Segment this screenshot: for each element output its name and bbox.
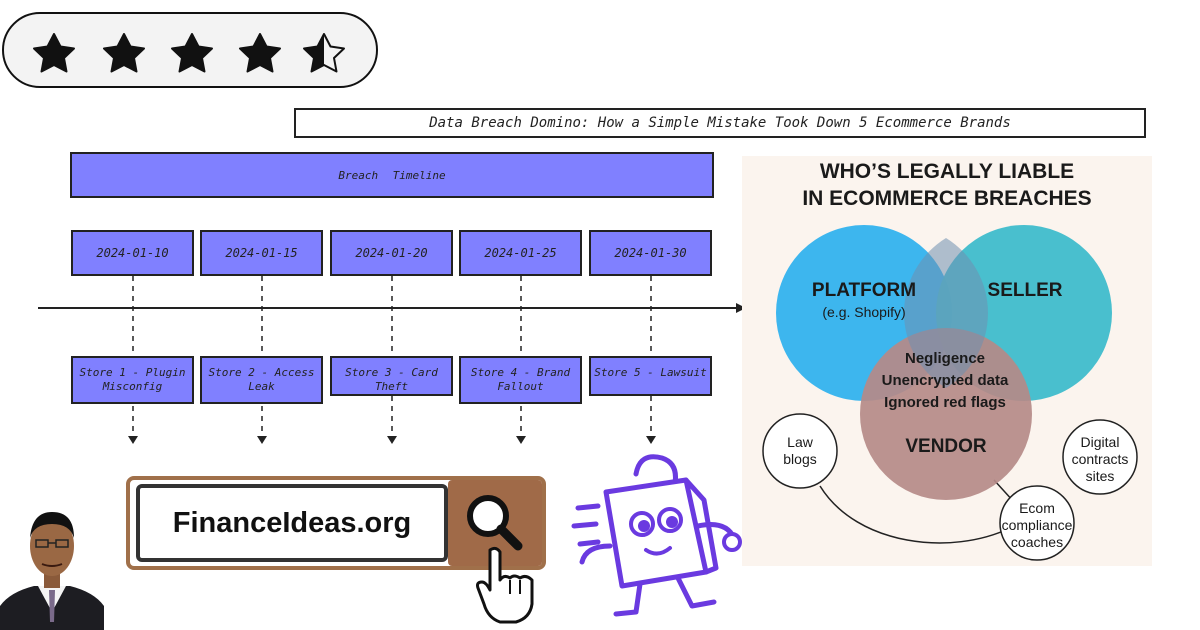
overlap-line: Ignored red flags [884,394,1006,411]
star-icon [239,33,281,73]
vendor-circle [860,328,1032,500]
timeline-event: Store 2 - Access Leak [200,356,323,404]
arrow-down-icon [387,436,397,444]
overlap-line: Negligence [904,350,986,367]
seller-label: SELLER [987,280,1063,301]
digital-contracts-circle [1062,419,1138,495]
platform-sublabel: (e.g. Shopify) [822,304,906,320]
side-circle-line: Law [787,434,813,450]
side-circle-line: Digital [1080,434,1120,450]
star-icon [103,33,145,73]
arrow-down-icon [516,436,526,444]
event-subtitle: Leak [248,380,275,393]
timeline-date: 2024-01-15 [200,230,323,276]
timeline-event: Store 1 - Plugin Misconfig [71,356,194,404]
event-title: Store 3 - Card [345,366,438,379]
rating-badge [2,12,378,88]
vendor-label: VENDOR [905,436,987,457]
event-title: Store 4 - Brand [470,366,571,379]
event-title: Store 2 - Access [208,366,315,379]
arrow-down-icon [257,436,267,444]
star-icon [171,33,213,73]
timeline-event: Store 4 - Brand Fallout [459,356,582,404]
connector-curve [819,485,1011,544]
rating-stars [33,33,345,73]
pointer-hand-icon [476,546,534,624]
timeline-date: 2024-01-25 [459,230,582,276]
event-subtitle: Fallout [497,380,544,393]
event-title: Store 1 - Plugin [79,366,186,379]
avatar [0,494,104,630]
event-subtitle: Misconfig [102,380,163,393]
side-circle-text: Law blogs [762,434,838,468]
diagram-title: Data Breach Domino: How a Simple Mistake… [294,108,1146,138]
overlap-line: Unencrypted data [881,372,1009,389]
venn-title-line: WHO’S LEGALLY LIABLE [819,160,1075,183]
side-circle-line: Ecom [1019,500,1055,516]
event-subtitle: Theft [374,380,409,393]
side-circle-line: compliance [1001,517,1073,533]
timeline-event: Store 3 - Card Theft [330,356,453,396]
venn-diagram [762,225,1138,561]
overlap-region [904,238,988,388]
timeline-date: 2024-01-30 [589,230,712,276]
star-icon [33,33,75,73]
search-input[interactable]: FinanceIdeas.org [136,484,448,562]
venn-title-line: IN ECOMMERCE BREACHES [802,187,1092,210]
half-star-fill-icon [304,34,324,72]
overlap-text: Negligence Unencrypted data Ignored red … [870,348,1020,414]
side-circle-text: Ecom compliance coaches [997,500,1077,551]
side-circle-line: sites [1085,468,1115,484]
shopping-bag-mascot-icon [571,454,742,617]
side-circle-text: Digital contracts sites [1062,434,1138,485]
timeline-date: 2024-01-20 [330,230,453,276]
arrow-down-icon [646,436,656,444]
timeline-header: Breach Timeline [70,152,714,198]
search-icon [467,495,523,551]
side-circle-line: coaches [1010,534,1064,550]
side-circle-line: contracts [1071,451,1129,467]
arrow-right-icon [736,303,746,313]
ecom-coaches-circle [999,485,1075,561]
side-circle-line: blogs [783,451,817,467]
arrow-down-icon [128,436,138,444]
event-title: Store 5 - Lawsuit [594,366,707,379]
timeline-event: Store 5 - Lawsuit [589,356,712,396]
platform-label: PLATFORM [811,280,917,301]
timeline-date: 2024-01-10 [71,230,194,276]
venn-title: WHO’S LEGALLY LIABLE IN ECOMMERCE BREACH… [742,158,1152,212]
law-blogs-circle [762,413,838,489]
